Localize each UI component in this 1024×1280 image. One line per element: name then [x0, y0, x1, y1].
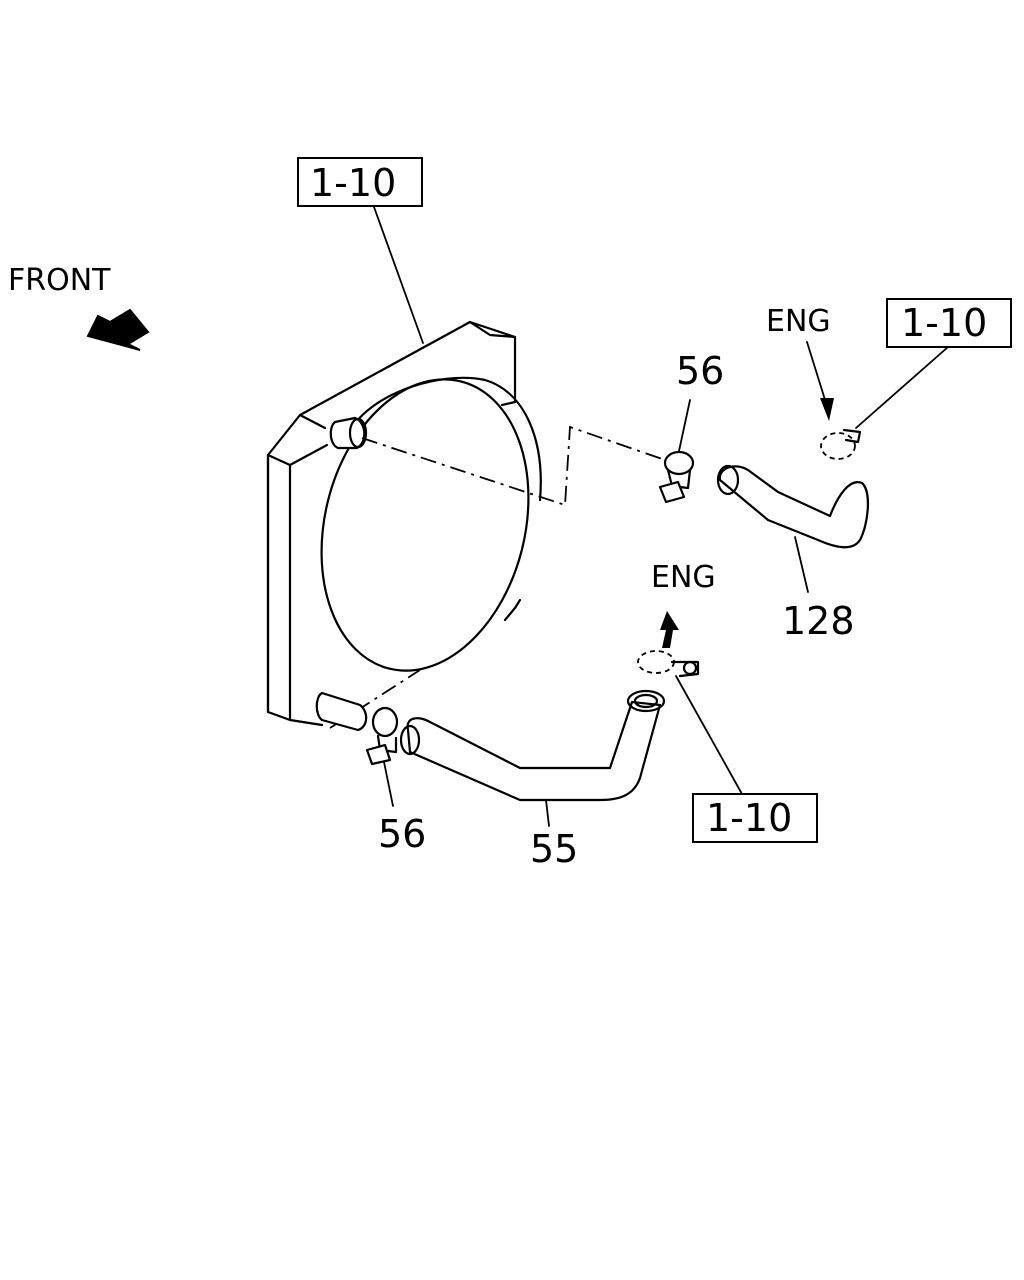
svg-text:1-10: 1-10 — [901, 301, 987, 345]
hose-clamp-upper — [658, 450, 695, 504]
part-number-56-bottom: 56 — [378, 812, 426, 856]
hose-clamp-lower — [365, 706, 399, 766]
ref-box-top-left: 1-10 — [297, 157, 423, 207]
eng-label-bottom: ENG — [651, 560, 716, 595]
engine-clamp-upper — [820, 428, 862, 460]
lower-radiator-hose — [399, 689, 666, 802]
svg-text:1-10: 1-10 — [310, 161, 396, 205]
eng-label-top: ENG — [766, 304, 831, 339]
radiator-shroud — [266, 320, 542, 732]
svg-text:1-10: 1-10 — [706, 796, 792, 840]
upper-radiator-hose — [716, 464, 869, 549]
part-number-56-top: 56 — [676, 349, 724, 393]
eng-arrow-down-icon — [820, 398, 834, 421]
engine-clamp-lower — [637, 650, 700, 678]
eng-arrow-up-icon — [660, 611, 679, 648]
part-number-128: 128 — [782, 599, 855, 643]
front-arrow-icon — [86, 308, 150, 351]
part-number-55: 55 — [530, 827, 578, 871]
front-label: FRONT — [8, 263, 111, 298]
ref-box-bottom-right: 1-10 — [692, 793, 818, 843]
ref-box-top-right: 1-10 — [886, 298, 1012, 348]
